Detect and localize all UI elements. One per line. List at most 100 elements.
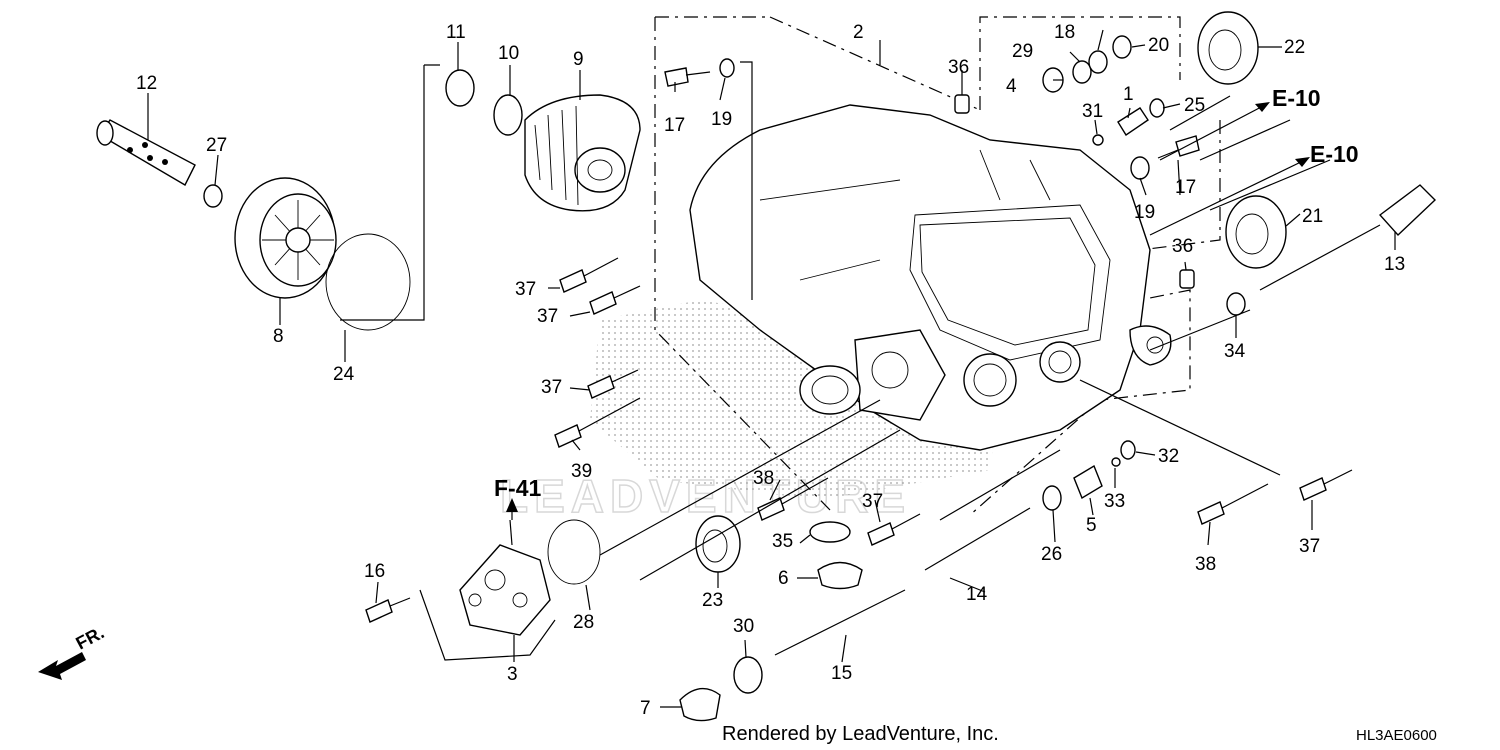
e10-arrow-right-line bbox=[1149, 159, 1306, 236]
part-label-37-c: 37 bbox=[541, 377, 562, 398]
plug-7 bbox=[679, 687, 721, 722]
oil-seal-23 bbox=[695, 515, 741, 573]
part-label-22: 22 bbox=[1284, 37, 1305, 58]
part-label-19-top: 19 bbox=[711, 109, 732, 130]
diagram-code: HL3AE0600 bbox=[1356, 727, 1437, 744]
front-label: FR. bbox=[72, 622, 107, 653]
part-label-8: 8 bbox=[273, 326, 284, 347]
e10-arrow-top-line bbox=[1159, 104, 1266, 161]
part-label-34: 34 bbox=[1224, 341, 1246, 362]
ref-e10-top: E-10 bbox=[1272, 85, 1321, 111]
oil-filter bbox=[524, 94, 641, 212]
plug-1 bbox=[1117, 107, 1149, 136]
part-label-29: 29 bbox=[1012, 41, 1033, 62]
bearing-22 bbox=[1197, 11, 1259, 85]
ring-11 bbox=[445, 69, 475, 107]
part-label-15: 15 bbox=[831, 663, 852, 684]
part-labels: 1 2 3 4 5 6 7 8 9 10 11 12 13 14 15 16 1… bbox=[136, 22, 1405, 719]
o-ring-28 bbox=[547, 519, 601, 585]
washer-19-right bbox=[1130, 156, 1150, 180]
assembly-bracket-2 bbox=[654, 16, 1181, 511]
ref-e10-right: E-10 bbox=[1310, 141, 1359, 167]
part-label-6: 6 bbox=[778, 568, 789, 589]
part-label-37-a: 37 bbox=[515, 279, 536, 300]
part-label-13: 13 bbox=[1384, 254, 1405, 275]
part-label-26: 26 bbox=[1041, 544, 1062, 565]
washer-27 bbox=[203, 184, 223, 208]
part-label-35: 35 bbox=[772, 531, 793, 552]
part-label-31: 31 bbox=[1082, 101, 1103, 122]
part-label-37-e: 37 bbox=[1299, 536, 1320, 557]
part-label-16: 16 bbox=[364, 561, 385, 582]
part-label-14: 14 bbox=[966, 584, 988, 605]
leader-lines bbox=[147, 29, 1396, 708]
seal-29 bbox=[1072, 60, 1092, 84]
shaft-14 bbox=[924, 507, 1031, 571]
footer-credit: Rendered by LeadVenture, Inc. bbox=[722, 723, 999, 745]
dipstick bbox=[1259, 184, 1437, 291]
part-label-2: 2 bbox=[853, 22, 864, 43]
oil-pump bbox=[459, 544, 551, 636]
part-label-30: 30 bbox=[733, 616, 754, 637]
washer-32 bbox=[1120, 440, 1136, 460]
part-label-1: 1 bbox=[1123, 84, 1134, 105]
ring-20 bbox=[1112, 35, 1132, 59]
part-label-9: 9 bbox=[573, 49, 584, 70]
part-label-38-right: 38 bbox=[1195, 554, 1216, 575]
drain-plug-6 bbox=[817, 561, 863, 590]
part-label-38-left: 38 bbox=[753, 468, 774, 489]
crankcase-cover bbox=[689, 104, 1172, 451]
part-label-12: 12 bbox=[136, 73, 157, 94]
e10-arrow-top-head bbox=[1255, 102, 1270, 112]
part-label-10: 10 bbox=[498, 43, 519, 64]
oil-strainer bbox=[96, 119, 196, 186]
part-label-36-right: 36 bbox=[1172, 236, 1193, 257]
part-label-28: 28 bbox=[573, 612, 594, 633]
o-ring-24 bbox=[325, 233, 411, 331]
part-label-19-right: 19 bbox=[1134, 202, 1155, 223]
plug-5 bbox=[1073, 464, 1103, 500]
part-label-3: 3 bbox=[507, 664, 518, 685]
washer-33 bbox=[1111, 457, 1121, 467]
part-label-33: 33 bbox=[1104, 491, 1125, 512]
washer-35 bbox=[809, 521, 851, 543]
dowel-36-right bbox=[1179, 269, 1195, 289]
ring-26 bbox=[1042, 485, 1062, 511]
assembly-bracket-right bbox=[969, 120, 1221, 516]
f41-arrow-head bbox=[506, 498, 518, 512]
ring-30 bbox=[733, 656, 763, 694]
part-label-20: 20 bbox=[1148, 35, 1169, 56]
dowel-36-top bbox=[954, 94, 970, 114]
part-label-37-d: 37 bbox=[862, 491, 883, 512]
washer-31 bbox=[1092, 134, 1104, 146]
part-label-37-b: 37 bbox=[537, 306, 558, 327]
ring-18 bbox=[1088, 50, 1108, 74]
part-label-4: 4 bbox=[1006, 76, 1017, 97]
part-label-21: 21 bbox=[1302, 206, 1323, 227]
washer-25 bbox=[1149, 98, 1165, 118]
part-label-23: 23 bbox=[702, 590, 723, 611]
washer-10 bbox=[493, 94, 523, 136]
part-label-24: 24 bbox=[333, 364, 355, 385]
part-label-39: 39 bbox=[571, 461, 592, 482]
part-label-7: 7 bbox=[640, 698, 651, 719]
part-label-17-right: 17 bbox=[1175, 177, 1196, 198]
part-label-27: 27 bbox=[206, 135, 227, 156]
front-direction-arrow: FR. bbox=[38, 622, 107, 680]
e10-arrow-right-head bbox=[1295, 157, 1310, 167]
washer-34 bbox=[1226, 292, 1246, 316]
part-label-25: 25 bbox=[1184, 95, 1205, 116]
bearing-21 bbox=[1225, 195, 1287, 269]
washer-19-top bbox=[719, 58, 735, 78]
shaft-15 bbox=[774, 589, 906, 656]
ref-f41: F-41 bbox=[494, 475, 542, 501]
part-label-11: 11 bbox=[446, 22, 466, 43]
bolts bbox=[365, 67, 1353, 623]
part-label-18: 18 bbox=[1054, 22, 1075, 43]
part-label-17-top: 17 bbox=[664, 115, 685, 136]
part-label-5: 5 bbox=[1086, 515, 1097, 536]
part-label-36-top: 36 bbox=[948, 57, 969, 78]
filter-cover bbox=[234, 177, 337, 299]
